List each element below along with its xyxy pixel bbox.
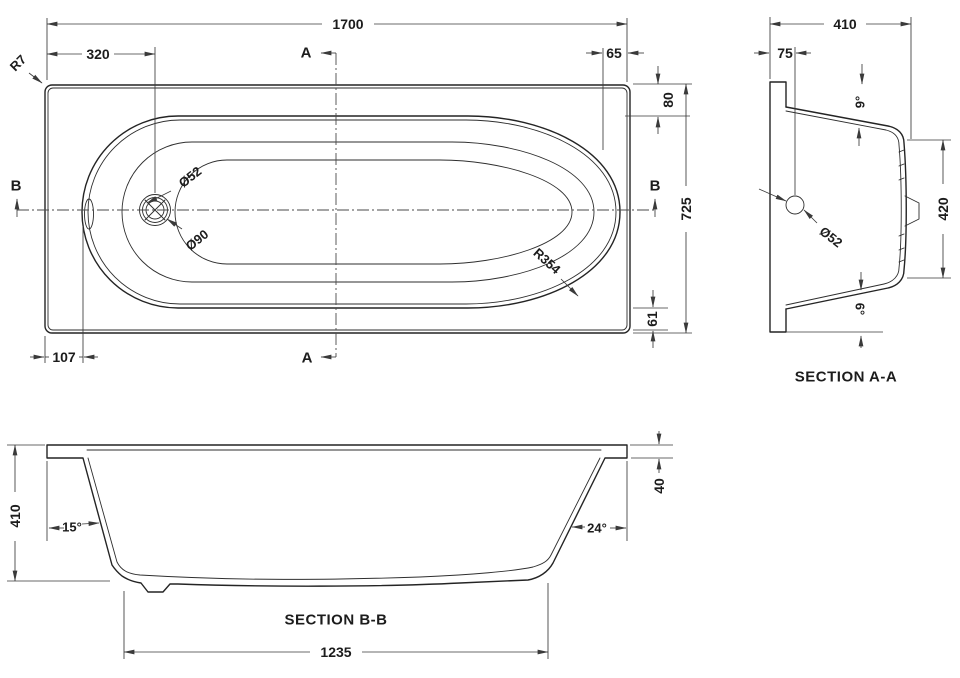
svg-text:R354: R354 [530, 245, 564, 277]
section-marker-b-right: B [650, 178, 661, 195]
section-marker-a-top: A [301, 45, 312, 62]
waste-diameter-label: Ø90 [166, 218, 212, 254]
bowl-contour-1 [81, 115, 621, 309]
svg-text:Ø52: Ø52 [817, 224, 846, 251]
dim-top-inset: 80 [625, 66, 692, 134]
overflow-hole [84, 198, 94, 230]
section-drain-diameter-label: Ø52 [758, 188, 846, 251]
dim-overall-width: 725 [633, 83, 694, 334]
svg-text:15°: 15° [62, 520, 82, 535]
section-bb-title: SECTION B-B [285, 612, 388, 629]
section-marker-a-bottom: A [302, 350, 313, 367]
dim-section-height: 410 [7, 444, 110, 582]
dim-inner-height: 420 [907, 139, 951, 279]
dim-bottom-inset: 61 [633, 290, 668, 348]
svg-text:75: 75 [777, 45, 793, 61]
tub-rim-outer [44, 84, 631, 334]
svg-text:80: 80 [660, 92, 676, 108]
tub-rim-inner [47, 87, 628, 331]
bowl-floor-contour [174, 159, 573, 265]
angle-left-label: 15° [46, 461, 100, 541]
section-aa-title: SECTION A-A [795, 369, 897, 386]
svg-text:410: 410 [833, 16, 857, 32]
section-a-a-view: 410 75 9° Ø52 420 [754, 16, 951, 386]
section-marker-b-left: B [11, 178, 22, 195]
dim-rim-height: 40 [630, 431, 673, 494]
svg-text:1235: 1235 [320, 644, 351, 660]
dim-overall-length: 1700 [46, 16, 628, 82]
section-bb-outline [46, 444, 628, 593]
dim-base-length: 1235 [123, 583, 549, 660]
bowl-contour-3 [121, 141, 595, 283]
svg-text:410: 410 [7, 504, 23, 528]
angle-right-label: 24° [571, 461, 628, 541]
dim-drain-offset-x: 320 [46, 46, 156, 193]
dim-right-inset: 65 [586, 45, 644, 150]
section-bb-inner-bowl [87, 457, 601, 580]
section-b-b-view: 410 15° 24° 40 1235 [7, 431, 673, 660]
svg-text:61: 61 [644, 311, 660, 327]
svg-text:65: 65 [606, 45, 622, 61]
svg-text:Ø90: Ø90 [183, 227, 212, 254]
section-aa-top-slope [785, 106, 907, 310]
dim-left-inset: 107 [30, 226, 98, 365]
svg-text:9°: 9° [853, 96, 868, 108]
svg-text:725: 725 [678, 197, 694, 221]
top-view: A A B B 1700 320 65 [7, 16, 694, 367]
svg-text:40: 40 [651, 478, 667, 494]
svg-text:6°: 6° [853, 303, 868, 315]
svg-text:107: 107 [52, 349, 76, 365]
svg-text:1700: 1700 [332, 16, 363, 32]
dim-section-depth: 410 [769, 16, 912, 139]
bowl-contour-2 [87, 119, 617, 305]
svg-text:420: 420 [935, 197, 951, 221]
corner-radius-label: R7 [7, 52, 43, 84]
section-aa-wall-ticks [898, 149, 905, 263]
section-aa-outline [769, 81, 787, 333]
dim-section-drain-offset: 75 [754, 45, 811, 195]
svg-text:24°: 24° [587, 521, 607, 536]
end-radius-label: R354 [530, 245, 579, 297]
svg-text:R7: R7 [7, 52, 29, 74]
section-aa-inner-wall [785, 110, 902, 306]
section-aa-drain [785, 195, 805, 215]
svg-text:320: 320 [86, 46, 110, 62]
angle-bottom-label: 6° [786, 272, 883, 348]
section-aa-overflow-bump [904, 195, 920, 227]
angle-top-label: 9° [853, 64, 868, 146]
